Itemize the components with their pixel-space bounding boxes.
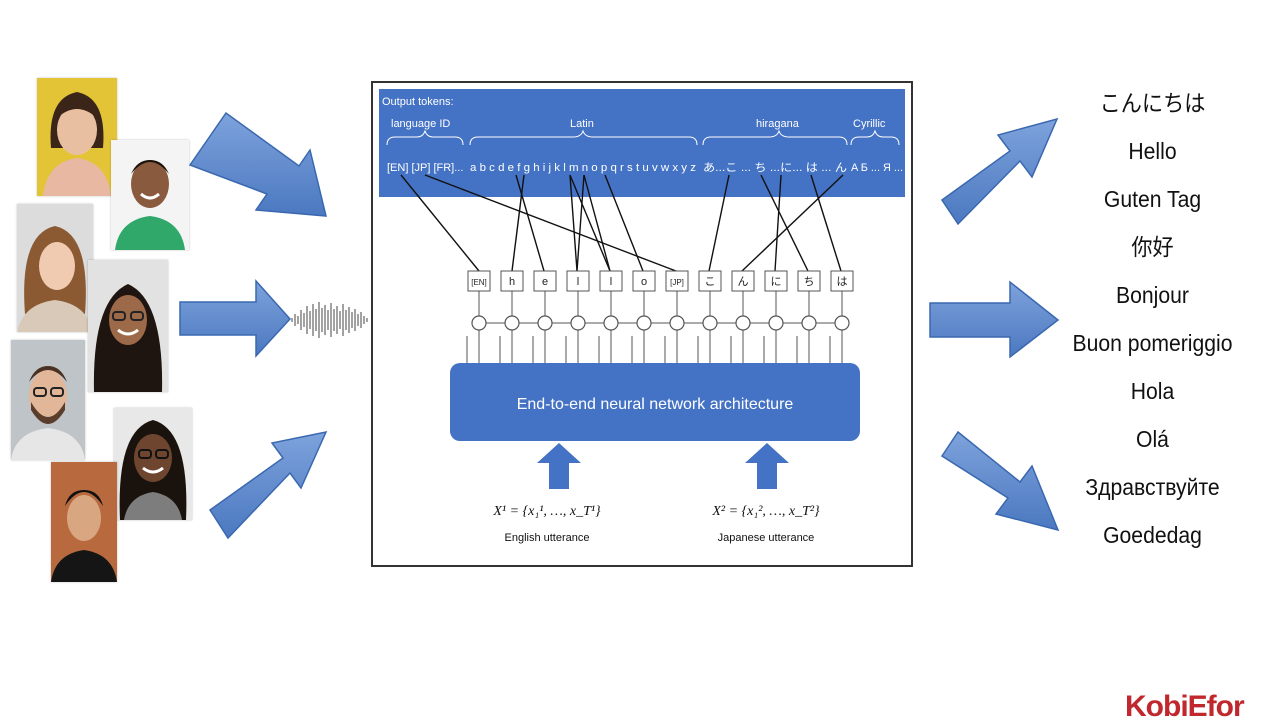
- rnn-node: [834, 315, 850, 331]
- face-woman-yellow-background: [37, 78, 117, 196]
- arrow-up-right-icon: [208, 430, 328, 540]
- rnn-node: [669, 315, 685, 331]
- token-box: [698, 270, 722, 292]
- network-block: [450, 363, 860, 441]
- token-box: [566, 270, 590, 292]
- token-box: [731, 270, 755, 292]
- token-row-cyrillic: A Б ... Я ...: [851, 162, 903, 174]
- token-label: [JP]: [670, 278, 684, 287]
- audio-waveform-icon: [291, 302, 368, 338]
- english-utterance-caption: English utterance: [505, 532, 590, 544]
- token-label: o: [641, 276, 647, 288]
- token-box: [599, 270, 623, 292]
- greeting-japanese: こんにちは: [1099, 90, 1206, 116]
- token-box: [533, 270, 557, 292]
- greeting-portuguese: Olá: [1136, 426, 1169, 452]
- group-label-hiragana: hiragana: [756, 118, 800, 130]
- greeting-russian: Здравствуйте: [1085, 474, 1220, 500]
- rnn-node: [636, 315, 652, 331]
- rnn-node: [537, 315, 553, 331]
- token-box: [797, 270, 821, 292]
- network-label: End-to-end neural network architecture: [517, 396, 794, 413]
- arrow-right-icon-2: [929, 280, 1060, 359]
- face-woman-curly-hair-glasses: [114, 408, 192, 520]
- token-connection-lines: [400, 174, 844, 272]
- token-row-language-ids: [EN] [JP] [FR]...: [387, 162, 463, 174]
- site-logo[interactable]: KobiEfor: [1125, 690, 1245, 723]
- rnn-node: [768, 315, 784, 331]
- arrow-up-right-icon-2: [940, 117, 1059, 226]
- token-sequence: [EN] h e l l o [JP] こ ん に ち は: [466, 270, 854, 363]
- output-tokens-label: Output tokens:: [382, 96, 454, 108]
- token-box: [467, 270, 491, 292]
- architecture-diagram: Output tokens: language ID Latin hiragan…: [371, 81, 913, 567]
- face-man-green-shirt: [111, 140, 189, 250]
- token-label: は: [837, 275, 848, 288]
- token-label: こ: [705, 276, 716, 288]
- group-label-cyrillic: Cyrillic: [853, 118, 886, 130]
- token-label: に: [771, 276, 782, 288]
- token-label: e: [542, 276, 548, 288]
- token-label: l: [577, 276, 579, 288]
- arrow-down-right-icon: [188, 111, 327, 217]
- token-box: [632, 270, 656, 292]
- face-woman-glasses-smiling: [88, 260, 168, 392]
- input-arrow-english-icon: [537, 443, 581, 489]
- rnn-node: [504, 315, 520, 331]
- greeting-french: Bonjour: [1116, 282, 1189, 308]
- greeting-spanish: Hola: [1130, 378, 1175, 404]
- rnn-node: [735, 315, 751, 331]
- rnn-node: [702, 315, 718, 331]
- arrow-down-right-icon-2: [940, 430, 1060, 532]
- token-box: [665, 270, 689, 292]
- group-label-latin: Latin: [570, 118, 594, 130]
- face-man-beard-glasses: [11, 340, 85, 460]
- arrow-right-icon: [179, 279, 292, 358]
- greeting-dutch: Goededag: [1103, 522, 1202, 548]
- face-woman-long-hair: [17, 204, 93, 332]
- token-row-latin: a b c d e f g h i j k l m n o p q r s t …: [470, 162, 696, 174]
- token-row-hiragana: あ...こ ... ち ...に... は ... ん: [703, 161, 847, 174]
- token-label: ん: [738, 275, 749, 288]
- group-label-language-id: language ID: [391, 118, 450, 130]
- input-arrow-japanese-icon: [745, 443, 789, 489]
- greeting-chinese: 你好: [1131, 234, 1174, 260]
- greeting-german: Guten Tag: [1103, 186, 1202, 212]
- rnn-node: [603, 315, 619, 331]
- japanese-utterance-caption: Japanese utterance: [718, 532, 815, 544]
- face-young-man-black-shirt: [51, 462, 117, 582]
- english-formula: X¹ = {x₁¹, …, x_T¹}: [492, 504, 601, 519]
- japanese-formula: X² = {x₁², …, x_T²}: [711, 504, 820, 519]
- rnn-node: [570, 315, 586, 331]
- greeting-italian: Buon pomeriggio: [1072, 330, 1233, 356]
- greetings-list: こんにちは Hello Guten Tag 你好 Bonjour Buon po…: [1050, 86, 1255, 566]
- greeting-english: Hello: [1128, 138, 1177, 164]
- token-box: [830, 270, 854, 292]
- rnn-node: [471, 315, 487, 331]
- output-tokens-band: [379, 89, 905, 197]
- token-label: [EN]: [471, 278, 487, 287]
- token-box: [764, 270, 788, 292]
- token-label: h: [509, 276, 515, 288]
- token-label: ち: [804, 275, 815, 288]
- rnn-node: [801, 315, 817, 331]
- token-label: l: [610, 276, 612, 288]
- token-box: [500, 270, 524, 292]
